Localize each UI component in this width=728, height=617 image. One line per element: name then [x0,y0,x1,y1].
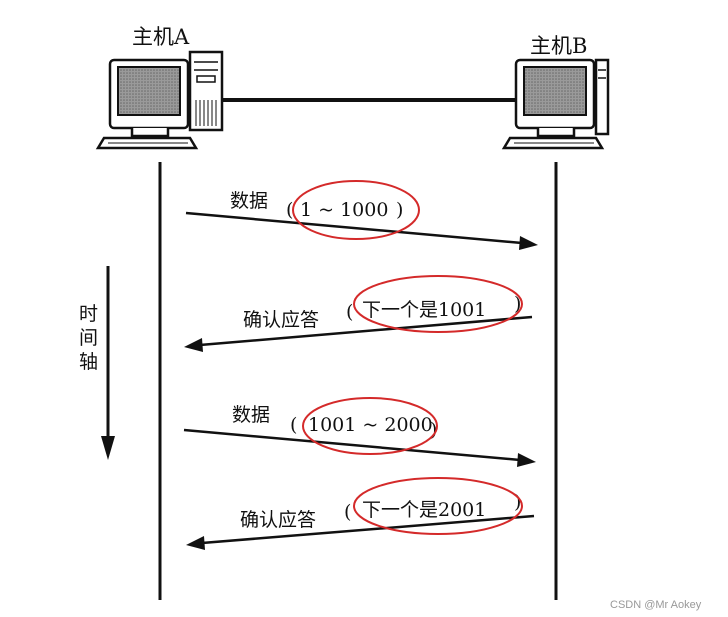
message-3-range: 1001 ~ 2000 [308,414,433,436]
message-2-prefix: 确认应答 [243,309,319,331]
message-1-prefix: 数据 [230,190,268,212]
message-1-open-paren: ( [286,199,293,221]
message-2-arrow [184,315,533,352]
message-4-highlight-ellipse [353,477,523,535]
message-2-ack-text: 下一个是1001 [362,299,486,321]
message-3-close-paren: ) [430,419,437,441]
host-b-label: 主机B [530,34,587,58]
host-b-computer-icon [501,58,610,150]
message-1-close-paren: ) [396,199,403,221]
message-4-arrow [186,514,535,550]
message-4-close-paren: ) [514,491,521,513]
time-axis-char-3: 轴 [79,351,98,373]
host-a-label: 主机A [132,25,190,49]
time-axis [101,266,115,460]
message-2-open-paren: ( [346,301,353,323]
message-1-arrow [185,211,538,250]
message-3-arrow [183,428,536,467]
time-axis-char-1: 时 [79,303,98,325]
message-1-range: 1 ~ 1000 [300,199,388,221]
message-4-open-paren: ( [344,501,351,523]
message-4-ack-text: 下一个是2001 [362,499,486,521]
message-2-close-paren: ) [514,293,521,315]
message-3-highlight-ellipse [302,397,438,455]
message-3-prefix: 数据 [232,404,270,426]
message-4-prefix: 确认应答 [240,509,316,531]
host-a-computer-icon [95,50,224,150]
time-axis-char-2: 间 [79,327,98,349]
message-1-highlight-ellipse [292,180,420,240]
message-2-highlight-ellipse [353,275,523,333]
watermark: CSDN @Mr Aokey [610,599,702,611]
message-3-open-paren: ( [290,414,297,436]
